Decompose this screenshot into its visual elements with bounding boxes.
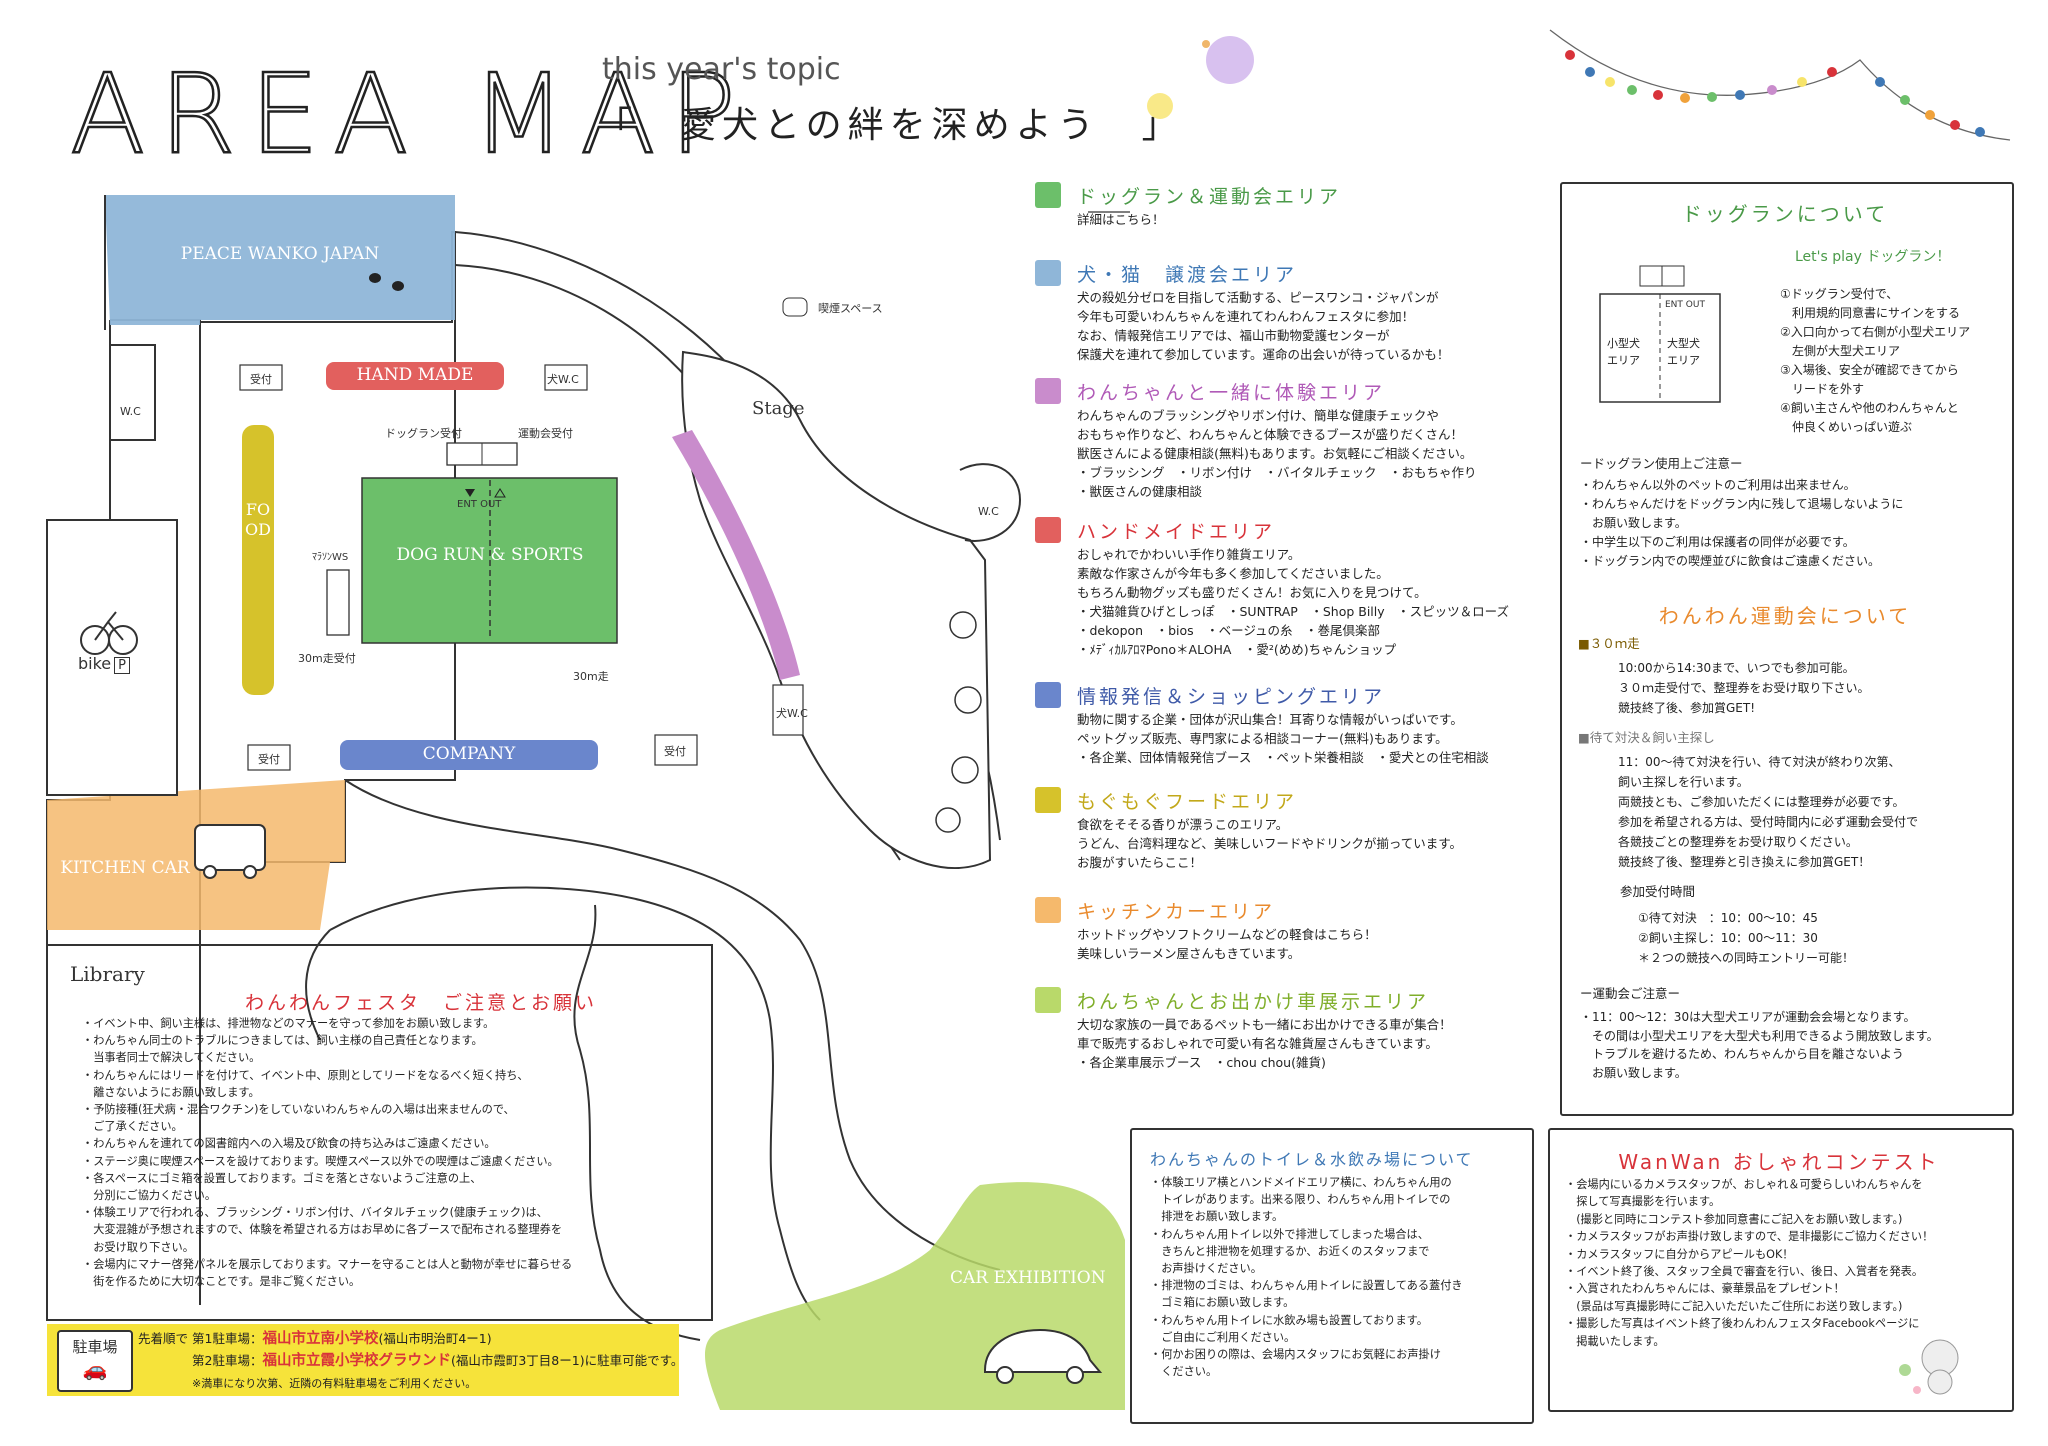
- undoukai-caution-title: ー運動会ご注意ー: [1580, 986, 1681, 1001]
- parking-badge-label: 駐車場: [72, 1338, 118, 1356]
- legend-item-title: ハンドメイドエリア: [1077, 521, 1276, 543]
- wc-label-left: W.C: [120, 405, 141, 418]
- topic-label: this year's topic: [602, 52, 841, 87]
- ent-out-label: ENT OUT: [457, 499, 502, 510]
- legend-item-body: ホットドッグやソフトクリームなどの軽食はこちら！ 美味しいラーメン屋さんもきてい…: [1077, 927, 1377, 961]
- stage-label: Stage: [752, 398, 805, 419]
- legend-item-title: ドッグラン＆運動会エリア: [1077, 186, 1342, 208]
- undoukai-caution: ・11：00～12：30は大型犬エリアが運動会会場となります。 その間は小型犬エ…: [1580, 1010, 1939, 1080]
- dog-wc-label-1: 犬W.C: [547, 373, 579, 386]
- contest-box-title: WanWan おしゃれコンテスト: [1618, 1150, 1940, 1174]
- area-company-label: COMPANY: [422, 744, 516, 764]
- car-icon: 🚗: [82, 1357, 108, 1381]
- reception-label-2: 受付: [258, 753, 280, 766]
- legend-item-title: キッチンカーエリア: [1077, 901, 1276, 923]
- parking-lot2-addr: (福山市霞町3丁目8ー1)に駐車可能です。: [450, 1353, 684, 1368]
- area-handmade-label: HAND MADE: [356, 365, 474, 385]
- legend-item-body: 動物に関する企業・団体が沢山集合！耳寄りな情報がいっぱいです。 ペットグッズ販売…: [1077, 712, 1489, 765]
- dogrun-caution-title: ードッグラン使用上ご注意ー: [1580, 456, 1743, 471]
- legend-item-title: わんちゃんとお出かけ車展示エリア: [1077, 991, 1430, 1013]
- dogrun-reception-label: ドッグラン受付: [385, 427, 462, 440]
- marathon-ws-label: ﾏﾗｿﾝWS: [312, 552, 349, 563]
- area-peace-wanko-label: PEACE WANKO JAPAN: [180, 244, 380, 264]
- area-map: [46, 195, 1130, 1410]
- smoking-space-label: 喫煙スペース: [818, 302, 883, 315]
- toilet-box-body: ・体験エリア横とハンドメイドエリア横に、わんちゃん用の トイレがあります。出来る…: [1150, 1176, 1463, 1379]
- legend-color-swatch: [1035, 182, 1061, 208]
- time-body: ①待て対決 ：10：00～10：45 ②飼い主探し：10：00～11：30 ＊２…: [1638, 911, 1855, 965]
- topic-text: 「 愛犬との絆を深めよう 」: [596, 105, 1184, 146]
- area-car-exhibition-label: CAR EXHIBITION: [950, 1268, 1106, 1288]
- legend-item-body: わんちゃんのブラッシングやリボン付け、簡単な健康チェックや おもちゃ作りなど、わ…: [1077, 408, 1477, 499]
- poodle-icon: [1899, 1339, 1959, 1395]
- legend-item-title: 情報発信＆ショッピングエリア: [1077, 686, 1386, 708]
- tug-title: ■待て対決＆飼い主探し: [1578, 730, 1715, 745]
- parking-badge: 駐車場 🚗: [57, 1330, 133, 1392]
- legend-color-swatch: [1035, 378, 1061, 404]
- dogrun-caution: ・わんちゃん以外のペットのご利用は出来ません。 ・わんちゃんだけをドッグラン内に…: [1580, 478, 1904, 568]
- reception-label-1: 受付: [250, 373, 272, 386]
- run30-title: ■３０ｍ走: [1578, 636, 1640, 651]
- undoukai-reception-label: 運動会受付: [518, 427, 573, 440]
- parking-lot2-label: 第2駐車場：: [192, 1353, 263, 1368]
- legend-color-swatch: [1035, 260, 1061, 286]
- legend-color-swatch: [1035, 517, 1061, 543]
- dogrun-box-title: ドッグランについて: [1681, 202, 1889, 226]
- decor-circles: [1147, 36, 1254, 119]
- legend-item-title: わんちゃんと一緒に体験エリア: [1077, 382, 1386, 404]
- legend-item-body: おしゃれでかわいい手作り雑貨エリア。 素敵な作家さんが今年も多く参加してください…: [1077, 547, 1510, 657]
- undoukai-title: わんわん運動会について: [1658, 604, 1912, 628]
- parking-note: ※満車になり次第、近隣の有料駐車場をご利用ください。: [192, 1377, 477, 1390]
- legend-item-title: 犬・猫 譲渡会エリア: [1077, 264, 1298, 286]
- small-dog-area-label: 小型犬 エリア: [1607, 337, 1640, 367]
- library-label: Library: [70, 962, 145, 986]
- notice-body: ・イベント中、飼い主様は、排泄物などのマナーを守って参加をお願い致します。 ・わ…: [82, 1017, 573, 1289]
- run30-body: 10:00から14:30まで、いつでも参加可能。 ３０ｍ走受付で、整理券をお受け…: [1618, 661, 1870, 715]
- legend-color-swatch: [1035, 987, 1061, 1013]
- toilet-box-title: わんちゃんのトイレ＆水飲み場について: [1150, 1150, 1474, 1169]
- legend-item-body: 詳細はこちら！: [1077, 212, 1165, 227]
- parking-lot1-label: 第1駐車場：: [192, 1331, 263, 1346]
- parking-lot2-name: 福山市立霞小学校グラウンド: [262, 1353, 451, 1369]
- parking-banner: [47, 1324, 679, 1396]
- notice-title: わんわんフェスタ ご注意とお願い: [245, 992, 598, 1014]
- area-food-label: FOOD: [245, 500, 271, 539]
- parking-lot1-addr: (福山市明治町4ー1): [378, 1331, 492, 1346]
- lets-play-label: Let's play ドッグラン！: [1795, 249, 1951, 265]
- time-title: 参加受付時間: [1620, 884, 1696, 899]
- legend-color-swatch: [1035, 897, 1061, 923]
- contest-box-body: ・会場内にいるカメラスタッフが、おしゃれ＆可愛らしいわんちゃんを 探して写真撮影…: [1565, 1178, 1934, 1348]
- large-dog-area-label: 大型犬 エリア: [1667, 337, 1700, 367]
- dog-wc-label-2: 犬W.C: [776, 707, 808, 720]
- legend-item-body: 食欲をそそる香りが漂うこのエリア。 うどん、台湾料理など、美味しいフードやドリン…: [1077, 817, 1463, 870]
- reception-label-3: 受付: [664, 745, 686, 758]
- legend-item-title: もぐもぐフードエリア: [1077, 791, 1298, 813]
- area-kitchen-car-label: KITCHEN CAR: [60, 858, 190, 878]
- parking-lead: 先着順で: [138, 1331, 189, 1346]
- legend-item-body: 大切な家族の一員であるペットも一緒にお出かけできる車が集合！ 車で販売するおしゃ…: [1077, 1017, 1452, 1070]
- legend-color-swatch: [1035, 787, 1061, 813]
- area-dogrun-label: DOG RUN & SPORTS: [396, 545, 584, 565]
- toilet-info-box: [1130, 1128, 1534, 1424]
- parking-text: 先着順で 第1駐車場：福山市立南小学校(福山市明治町4ー1) 先着順で 第2駐車…: [138, 1328, 683, 1395]
- page-title: AREA MAP: [69, 49, 750, 180]
- dogrun-steps: ①ドッグラン受付で、 利用規約同意書にサインをする ②入口向かって右側が小型犬エ…: [1780, 287, 1971, 434]
- legend-color-swatch: [1035, 682, 1061, 708]
- run30-label: 30m走: [573, 670, 609, 683]
- legend-item-body: 犬の殺処分ゼロを目指して活動する、ピースワンコ・ジャパンが 今年も可愛いわんちゃ…: [1077, 290, 1450, 362]
- run30-reception-label: 30m走受付: [298, 652, 356, 665]
- parking-lot1-name: 福山市立南小学校: [262, 1331, 379, 1347]
- dogrun-ent-out: ENT OUT: [1665, 300, 1705, 310]
- tug-body: 11：00～待て対決を行い、待て対決が終わり次第、 飼い主探しを行います。 両競…: [1618, 755, 1919, 869]
- wc-label-right: W.C: [978, 505, 999, 518]
- garland-decoration: [1549, 29, 2011, 141]
- dogrun-diagram: [1599, 265, 1721, 403]
